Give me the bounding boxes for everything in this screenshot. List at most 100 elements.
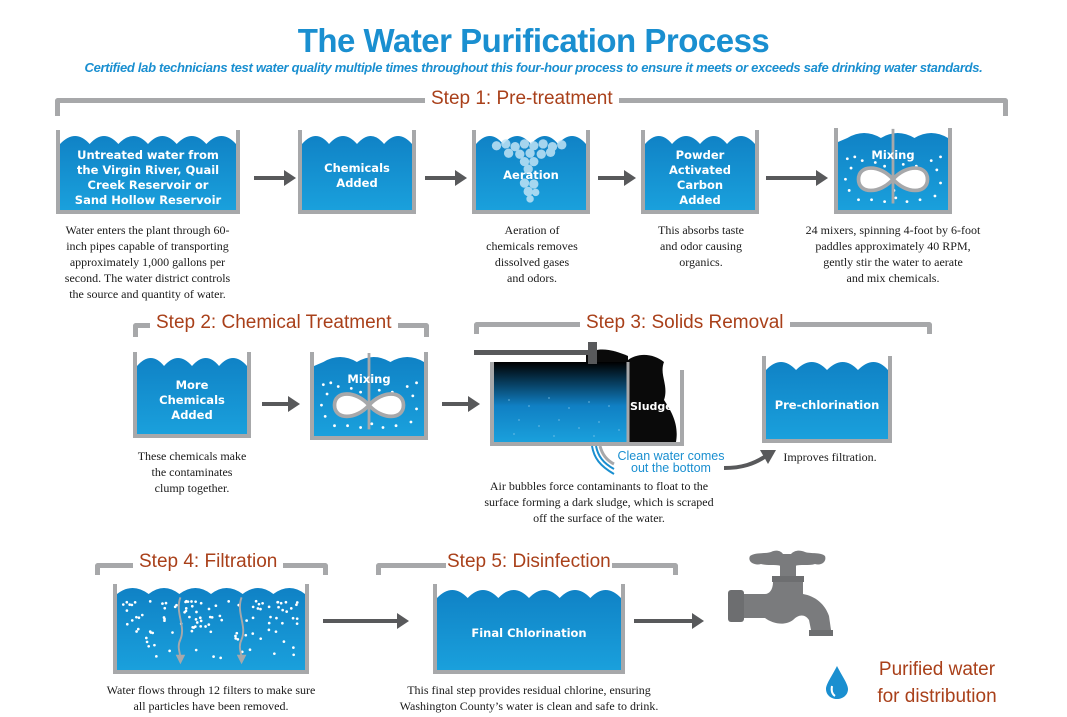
stage-mixing: Mixing (310, 352, 428, 440)
water-wave-icon (645, 130, 755, 144)
particle-dot (209, 630, 213, 634)
particle-dot (130, 603, 134, 607)
particle-dot (199, 619, 203, 623)
water-wave-icon (302, 130, 412, 144)
particle-dot (291, 616, 295, 620)
stage-label-line: Powder (675, 148, 725, 162)
particle-dot (281, 621, 284, 625)
particle-dot (148, 600, 152, 603)
stage-description: Water flows through 12 filters to make s… (86, 682, 336, 714)
particle-dot (234, 637, 237, 640)
water-wave-icon (117, 584, 305, 594)
flow-arrowhead-icon (236, 654, 247, 665)
step-4-label: Step 4: Filtration (133, 551, 284, 573)
purified-water-label: Purified water for distribution (862, 656, 1012, 710)
particle-dot (218, 614, 222, 618)
stage-description: Air bubbles force contaminants to float … (464, 478, 734, 526)
flow-arrow-icon (425, 170, 467, 186)
water-wave-icon (60, 130, 236, 144)
stage-label-line: Chemicals (324, 161, 390, 175)
outcome-label-line: Purified water (878, 659, 996, 680)
particle-dot (244, 633, 248, 637)
particle-dot (191, 625, 194, 629)
description-line: surface forming a dark sludge, which is … (484, 495, 714, 509)
particle-dot (163, 617, 166, 621)
description-line: the source and quantity of water. (69, 287, 226, 301)
page-title: The Water Purification Process (297, 22, 770, 59)
stage-final-chlorination: Final Chlorination (433, 584, 625, 674)
step-2-label: Step 2: Chemical Treatment (150, 312, 398, 334)
particle-dot (261, 601, 264, 605)
particle-dot (195, 610, 198, 614)
stage-powder-activated-carbon: Powder Activated Carbon Added (641, 130, 759, 214)
particle-dot (175, 603, 178, 607)
particle-dot (245, 619, 248, 622)
description-line: Washington County’s water is clean and s… (399, 699, 659, 713)
description-line: and mix chemicals. (846, 271, 940, 285)
description-line: approximately 1,000 gallons per (69, 255, 226, 269)
particle-dot (292, 653, 295, 657)
step-1-label: Step 1: Pre-treatment (425, 88, 619, 110)
particle-dot (130, 619, 134, 622)
particle-dot (144, 636, 148, 640)
flow-arrow-icon (598, 170, 636, 186)
stage-description: Improves filtration. (770, 449, 890, 465)
stage-label-line: Chemicals (159, 393, 225, 407)
description-line: This final step provides residual chlori… (407, 683, 651, 697)
particle-dot (199, 601, 203, 605)
stage-pre-chlorination: Pre-chlorination (762, 356, 892, 443)
particle-dot (276, 600, 280, 604)
particle-dot (207, 623, 211, 626)
stage-label-line: Added (679, 193, 721, 207)
description-line: dissolved gases (494, 255, 570, 269)
stage-mixing: Mixing (834, 128, 952, 214)
particle-dot (274, 630, 278, 634)
stage-label-line: Mixing (347, 372, 391, 386)
particle-dot (186, 600, 190, 604)
description-line: organics. (679, 255, 723, 269)
annotation-line: Clean water comes (617, 449, 725, 463)
water-wave-icon (766, 356, 888, 370)
particle-dot (164, 601, 168, 605)
description-line: off the surface of the water. (533, 511, 665, 525)
particle-dot (212, 655, 215, 658)
stage-label-line: Mixing (871, 148, 915, 162)
particle-dot (148, 630, 152, 633)
clean-water-outflow-icon (591, 445, 615, 475)
particle-dot (234, 634, 237, 638)
stage-chemicals-added: Chemicals Added (298, 130, 416, 214)
particle-dot (254, 599, 258, 603)
outcome-label-line: for distribution (877, 686, 997, 707)
description-line: and odor causing (660, 239, 742, 253)
water-wave-icon (137, 352, 247, 366)
description-line: gently stir the water to aerate (823, 255, 963, 269)
faucet-icon (728, 550, 833, 636)
description-line: clump together. (154, 481, 230, 495)
clean-water-annotation: Clean water comes out the bottom (612, 449, 730, 475)
step-3-label: Step 3: Solids Removal (580, 312, 790, 334)
particle-dot (155, 654, 158, 658)
water-wave-icon (838, 128, 948, 142)
stage-label-line: Added (336, 176, 378, 190)
stage-label-line: Activated (669, 163, 731, 177)
stage-label-line: Added (171, 408, 213, 422)
description-line: Aeration of (504, 223, 560, 237)
particle-dot (137, 616, 141, 620)
particle-dot (214, 604, 218, 608)
description-line: the contaminates (151, 465, 233, 479)
particle-dot (188, 615, 191, 619)
annotation-line: out the bottom (631, 461, 711, 475)
particle-dot (125, 609, 129, 612)
page-subtitle: Certified lab technicians test water qua… (84, 60, 983, 75)
particle-dot (198, 616, 202, 620)
flow-arrow-icon (442, 396, 480, 412)
particle-dot (194, 600, 197, 604)
stage-filtration (113, 584, 309, 674)
particle-dot (151, 631, 155, 635)
stage-description: This final step provides residual chlori… (376, 682, 682, 714)
particle-dot (267, 621, 271, 625)
particle-dot (257, 602, 261, 606)
particle-dot (259, 607, 262, 611)
particle-dot (251, 632, 255, 635)
stage-label-line: Final Chlorination (471, 626, 587, 640)
